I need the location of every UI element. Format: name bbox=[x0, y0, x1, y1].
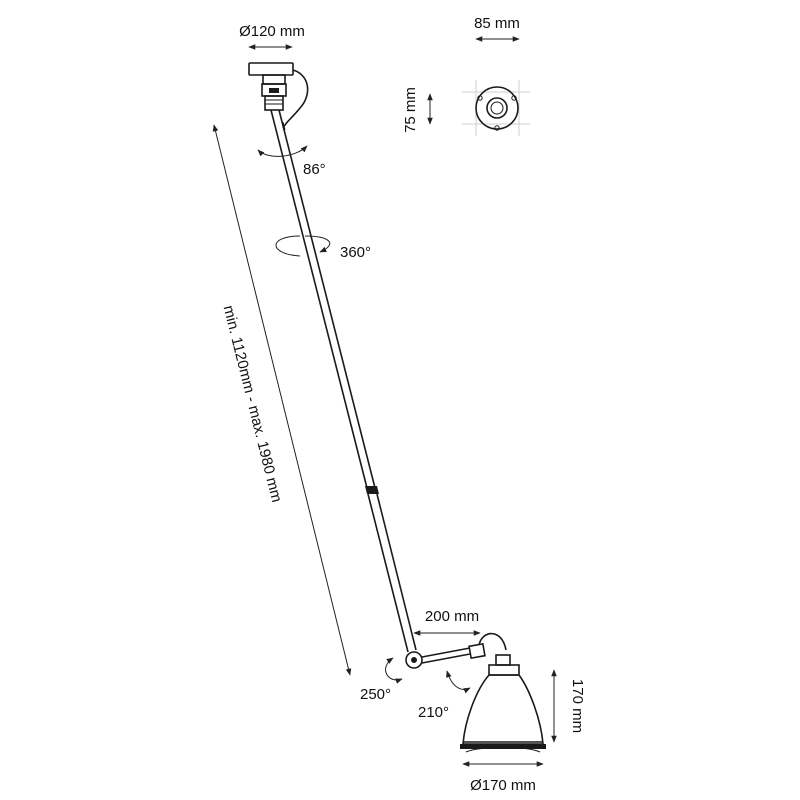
lamp-shade bbox=[460, 664, 546, 753]
plate-width-dimension: 85 mm bbox=[474, 15, 520, 42]
shade-tilt-indicator: 210° bbox=[418, 670, 471, 721]
shade-height-dimension: 170 mm bbox=[551, 669, 586, 743]
shade-tilt-label: 210° bbox=[418, 704, 449, 721]
shade-height-label: 170 mm bbox=[569, 679, 586, 733]
length-range-label: min. 1120mm - max. 1980 mm bbox=[220, 304, 285, 504]
length-range-dimension: min. 1120mm - max. 1980 mm bbox=[212, 124, 352, 676]
plate-width-label: 85 mm bbox=[474, 15, 520, 32]
shade-diameter-label: Ø170 mm bbox=[470, 777, 536, 794]
rotation-label: 360° bbox=[340, 244, 371, 261]
ceiling-canopy bbox=[248, 62, 309, 129]
arm-length-label: 200 mm bbox=[425, 608, 479, 625]
shade-diameter-dimension: Ø170 mm bbox=[462, 761, 544, 794]
rotation-indicator: 360° bbox=[275, 235, 371, 261]
lamp-stem bbox=[270, 109, 417, 653]
elbow-angle-indicator: 250° bbox=[360, 657, 403, 703]
mounting-plate bbox=[462, 80, 530, 136]
elbow-angle-label: 250° bbox=[360, 686, 391, 703]
plate-height-label: 75 mm bbox=[402, 87, 419, 133]
elbow-joint bbox=[405, 632, 511, 669]
canopy-diameter-dimension: Ø120 mm bbox=[239, 23, 305, 50]
arm-length-dimension: 200 mm bbox=[413, 608, 481, 636]
canopy-diameter-label: Ø120 mm bbox=[239, 23, 305, 40]
canopy-tilt-label: 86° bbox=[303, 161, 326, 178]
plate-height-dimension: 75 mm bbox=[402, 87, 433, 133]
